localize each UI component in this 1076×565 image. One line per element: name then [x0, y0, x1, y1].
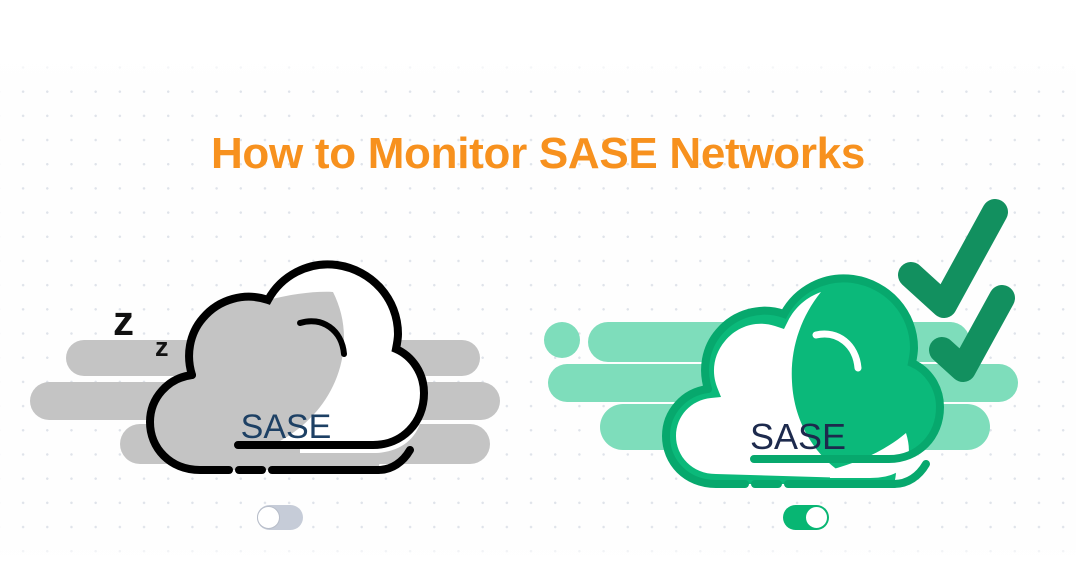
toggle-knob-on [805, 506, 828, 529]
monitoring-toggle-off[interactable] [257, 505, 303, 530]
toggle-knob-off [257, 506, 280, 529]
green-sase-cloud [666, 278, 940, 484]
page-title: How to Monitor SASE Networks [210, 129, 866, 178]
green-cloud-sase-label: SASE [750, 416, 846, 457]
grey-cloud-outline [145, 260, 429, 474]
grey-cloud-sase-label: SASE [241, 408, 332, 446]
grey-cloud-arc-accent [297, 318, 347, 357]
green-cloud-white-fill [676, 292, 850, 478]
sleep-z-large: z [113, 297, 134, 344]
green-cloud-bottom-wedge [830, 433, 909, 478]
sleep-z-small: z [155, 332, 169, 362]
green-cloud-outline [661, 274, 945, 488]
monitoring-toggle-on[interactable] [783, 505, 829, 530]
checkmark-icon-small [929, 285, 1015, 382]
checkmark-group [898, 199, 1015, 382]
grey-cloud-lower-wedge [300, 378, 422, 453]
green-cloud-arc-highlight [812, 330, 862, 372]
checkmark-icon-large [898, 199, 1008, 318]
